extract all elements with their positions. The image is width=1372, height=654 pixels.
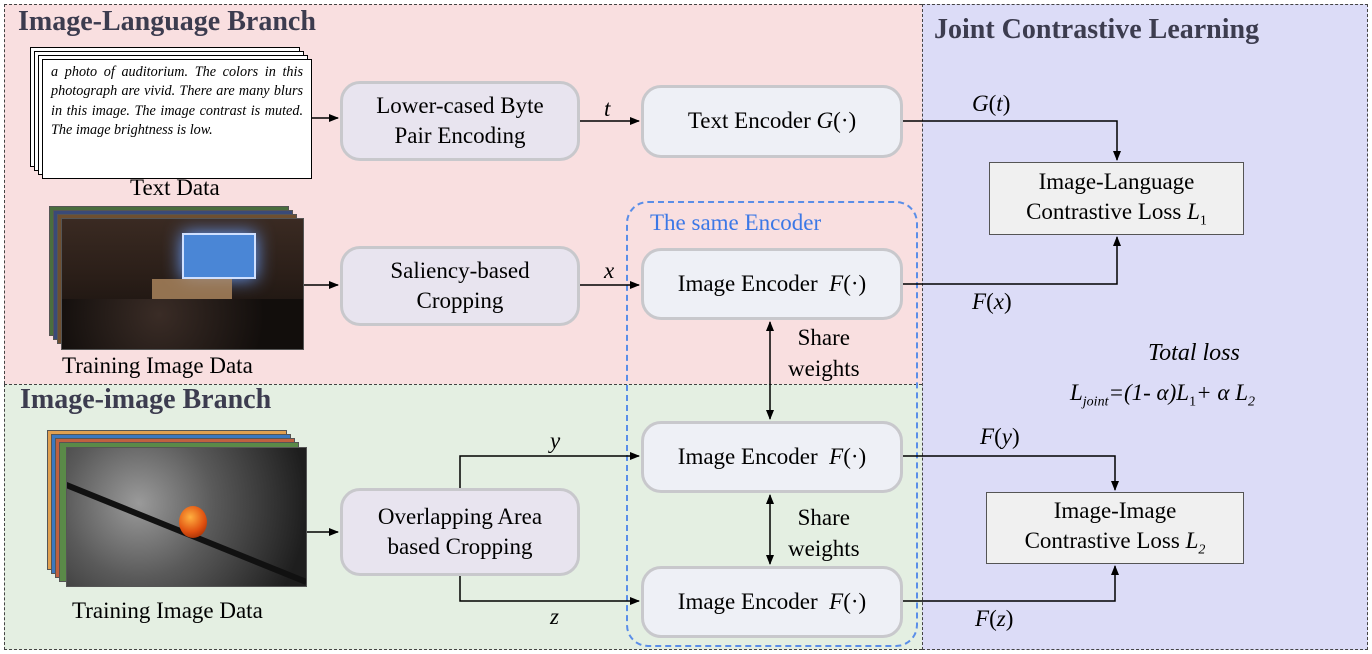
image-encoder-y-arg: (·)	[843, 443, 867, 469]
image-encoder-x-label: Image Encoder	[677, 270, 818, 296]
total-loss-equation: Ljoint=(1- α)L1+ α L2	[1070, 380, 1255, 411]
same-encoder-label: The same Encoder	[650, 210, 822, 235]
eq-sub1: 1	[1189, 394, 1197, 410]
eq-part1: =(1- α)	[1108, 380, 1177, 405]
overlap-line2: based Cropping	[387, 534, 533, 559]
eq-sub2: 2	[1247, 394, 1255, 410]
image-encoder-y-box: Image Encoder F(·)	[641, 421, 903, 493]
var-z-label: z	[550, 604, 559, 629]
total-loss-title: Total loss	[1148, 340, 1240, 366]
var-x-label: x	[604, 258, 615, 283]
text-encoder-fn: G	[816, 108, 834, 134]
training-image-data-label-bottom: Training Image Data	[72, 598, 263, 623]
share-weights-1-line2: weights	[788, 356, 860, 382]
arrow-overlap-to-encoder-y	[459, 452, 640, 488]
arrow-fz-to-loss2	[903, 565, 1119, 602]
output-f-y: F(y)	[980, 424, 1020, 449]
image-encoder-x-box: Image Encoder F(·)	[641, 248, 903, 320]
text-data-card: a photo of auditorium. The colors in thi…	[42, 59, 312, 179]
il-loss-line1: Image-Language	[1038, 168, 1195, 194]
saliency-line1: Saliency-based	[390, 257, 530, 283]
il-loss-symbol: L	[1187, 198, 1200, 224]
arrow-fy-to-loss2	[903, 455, 1119, 491]
training-image-data-label-top: Training Image Data	[62, 353, 253, 378]
eq-joint-sub: joint	[1082, 394, 1109, 410]
eq-L2: L	[1235, 380, 1248, 405]
image-encoder-x-arg: (·)	[843, 270, 867, 296]
share-weights-1-line1: Share	[797, 325, 850, 350]
overlap-cropping-box: Overlapping Area based Cropping	[340, 488, 580, 576]
text-data-label: Text Data	[130, 175, 220, 200]
output-f-x: F(x)	[972, 289, 1012, 314]
eq-plus: + α	[1196, 380, 1230, 405]
ii-loss-line1: Image-Image	[1053, 498, 1177, 524]
eq-L: L	[1070, 380, 1083, 405]
image-encoder-y-fn: F	[829, 443, 844, 469]
share-weights-2-line1: Share	[797, 505, 850, 530]
projector-screen	[182, 233, 256, 279]
stage	[152, 279, 232, 301]
red-berry	[179, 506, 207, 538]
image-language-branch-heading: Image-Language Branch	[18, 6, 316, 37]
image-encoder-x-fn: F	[829, 270, 844, 296]
berry-photo	[66, 447, 307, 587]
ii-loss-symbol: L	[1185, 528, 1199, 554]
image-encoder-y-label: Image Encoder	[677, 443, 818, 469]
eq-L1: L	[1176, 380, 1190, 405]
overlap-line1: Overlapping Area	[377, 503, 543, 529]
ii-loss-line2: Contrastive Loss	[1024, 528, 1180, 554]
image-encoder-z-box: Image Encoder F(·)	[641, 566, 903, 638]
var-y-label: y	[550, 428, 561, 453]
share-weights-2-line2: weights	[788, 536, 860, 562]
bpe-line1: Lower-cased Byte	[376, 92, 544, 118]
bpe-line2: Pair Encoding	[394, 123, 526, 148]
text-encoder-arg: (·)	[833, 108, 857, 134]
arrow-fx-to-loss1	[903, 236, 1121, 285]
image-encoder-z-arg: (·)	[843, 588, 867, 614]
joint-contrastive-learning-heading: Joint Contrastive Learning	[934, 14, 1260, 45]
output-f-z: F(z)	[975, 606, 1014, 631]
image-encoder-z-label: Image Encoder	[677, 588, 818, 614]
text-encoder-box: Text Encoder G(·)	[641, 85, 903, 158]
image-encoder-z-fn: F	[829, 588, 844, 614]
arrow-overlap-to-encoder-z	[459, 576, 640, 605]
ii-loss-sub: 2	[1198, 542, 1206, 558]
output-g-t: G(t)	[972, 91, 1011, 116]
il-loss-sub: 1	[1199, 213, 1207, 229]
saliency-line2: Cropping	[416, 288, 504, 313]
share-weights-label-1: Share weights	[788, 322, 860, 384]
text-encoder-label: Text Encoder	[687, 108, 811, 134]
auditorium-photo	[61, 218, 304, 350]
image-image-branch-heading: Image-image Branch	[20, 384, 272, 415]
share-weights-label-2: Share weights	[788, 502, 860, 564]
audience	[62, 299, 303, 349]
var-t-label: t	[604, 96, 611, 121]
arrow-gt-to-loss1	[903, 120, 1121, 161]
il-loss-line2: Contrastive Loss	[1026, 198, 1182, 224]
same-encoder-group	[626, 201, 918, 647]
